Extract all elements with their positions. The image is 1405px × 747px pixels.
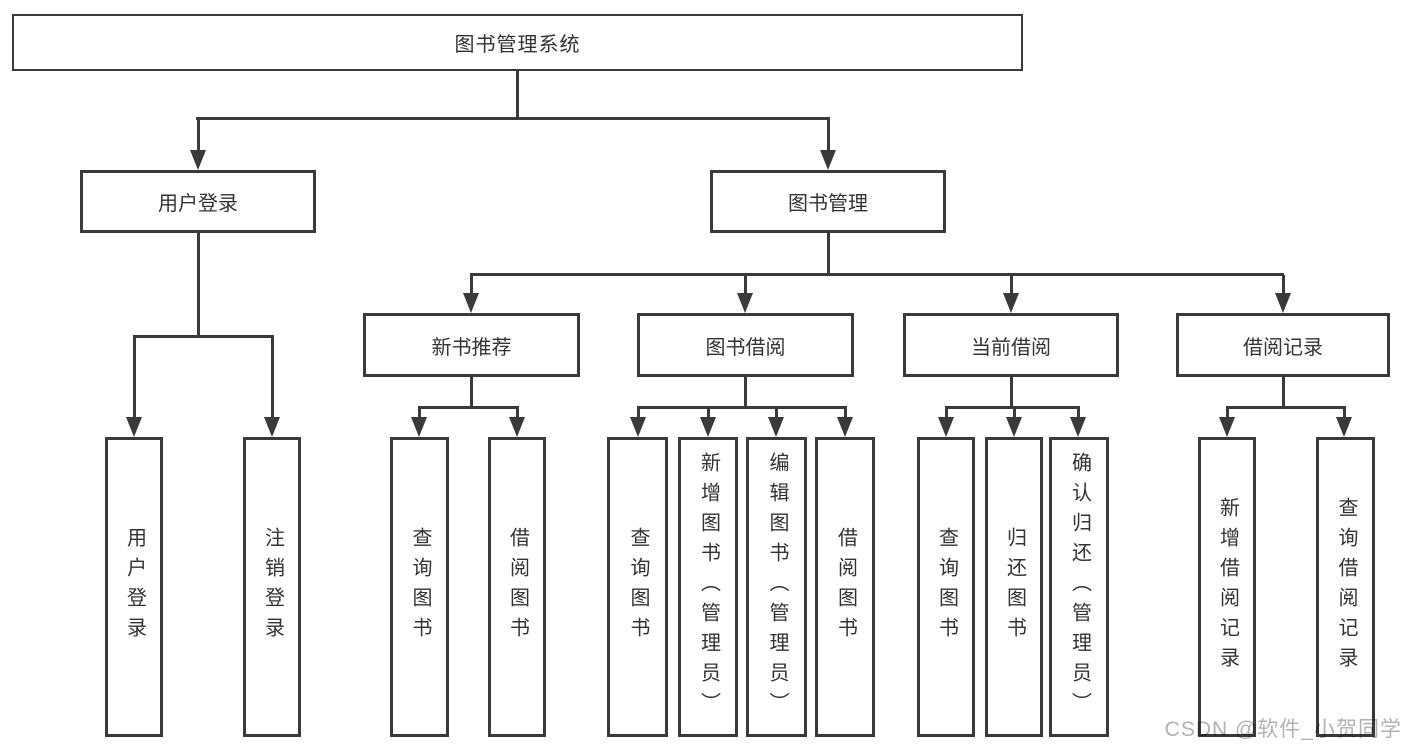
node-new-book-recommendation: 新书推荐 [363,313,580,377]
node-label: 新书推荐 [431,336,512,359]
connector-line [418,406,519,409]
leaf-return-book: 归还图书 [985,437,1043,737]
connector-line [1282,377,1285,409]
node-book-borrowing: 图书借阅 [637,313,854,377]
connector-line [133,335,274,338]
arrow-down-icon [1275,293,1291,313]
node-label: 用户登录 [123,527,146,647]
arrow-down-icon [1336,417,1352,437]
leaf-edit-book-admin: 编辑图书（管理员） [746,437,807,737]
connector-line [744,275,747,297]
node-borrowing-records: 借阅记录 [1176,313,1390,377]
arrow-down-icon [938,417,954,437]
arrow-down-icon [1006,417,1022,437]
connector-line [827,233,830,276]
arrow-down-icon [264,417,280,437]
arrow-down-icon [509,417,525,437]
arrow-down-icon [190,150,206,170]
leaf-query-books: 查询图书 [917,437,975,737]
connector-line [827,117,830,153]
connector-line [133,335,136,421]
node-label: 图书管理系统 [454,34,581,56]
node-label: 查询图书 [935,527,958,647]
node-library-management-system: 图书管理系统 [12,14,1023,71]
connector-line [707,406,710,421]
node-label: 归还图书 [1003,527,1026,647]
leaf-add-borrow-record: 新增借阅记录 [1198,437,1256,737]
node-label: 编辑图书（管理员） [766,452,788,722]
arrow-down-icon [463,293,479,313]
leaf-user-login: 用户登录 [105,437,163,737]
connector-line [775,406,778,421]
arrow-down-icon [630,417,646,437]
node-label: 当前借阅 [971,336,1051,359]
leaf-logout: 注销登录 [243,437,301,737]
connector-line [470,273,1284,276]
connector-line [1010,377,1013,409]
connector-line [470,377,473,409]
connector-line [844,406,847,421]
connector-line [1077,406,1080,421]
connector-line [744,377,747,409]
node-label: 图书管理 [788,193,868,215]
csdn-watermark: CSDN @软件_小贺同学 [1164,718,1402,741]
arrow-down-icon [411,417,427,437]
connector-line [945,406,948,421]
connector-line [1343,406,1346,421]
connector-line [637,406,847,409]
leaf-borrow-books: 借阅图书 [488,437,546,737]
connector-line [196,117,830,120]
leaf-borrow-books: 借阅图书 [815,437,875,737]
connector-line [1226,406,1229,421]
connector-line [945,406,1080,409]
node-user-login: 用户登录 [80,170,316,233]
arrow-down-icon [1219,417,1235,437]
connector-line [516,406,519,421]
node-label: 查询图书 [409,527,431,647]
node-label: 查询借阅记录 [1335,497,1357,677]
connector-line [197,117,200,153]
node-book-management: 图书管理 [710,170,946,233]
connector-line [1010,275,1013,297]
connector-line [271,335,274,421]
node-label: 用户登录 [158,193,238,215]
connector-line [1013,406,1016,421]
leaf-query-books: 查询图书 [607,437,668,737]
connector-line [1282,275,1285,297]
node-label: 新增借阅记录 [1216,497,1239,677]
leaf-query-books: 查询图书 [390,437,449,737]
arrow-down-icon [1003,293,1019,313]
arrow-down-icon [768,417,784,437]
connector-line [197,233,200,338]
node-label: 借阅图书 [834,527,857,647]
connector-line [516,70,519,120]
connector-line [637,406,640,421]
node-label: 借阅记录 [1243,336,1323,359]
node-label: 新增图书（管理员） [697,452,720,722]
arrow-down-icon [820,150,836,170]
node-label: 借阅图书 [506,527,529,647]
arrow-down-icon [700,417,716,437]
leaf-add-book-admin: 新增图书（管理员） [678,437,738,737]
arrow-down-icon [126,417,142,437]
node-label: 查询图书 [627,527,649,647]
connector-line [470,275,473,297]
node-label: 确认归还（管理员） [1068,452,1091,722]
node-label: 注销登录 [261,527,284,647]
arrow-down-icon [837,417,853,437]
node-current-borrowing: 当前借阅 [903,313,1119,377]
connector-line [1226,406,1346,409]
node-label: 图书借阅 [705,336,786,359]
leaf-query-borrow-record: 查询借阅记录 [1316,437,1375,737]
arrow-down-icon [737,293,753,313]
leaf-confirm-return-admin: 确认归还（管理员） [1049,437,1109,737]
connector-line [418,406,421,421]
arrow-down-icon [1070,417,1086,437]
